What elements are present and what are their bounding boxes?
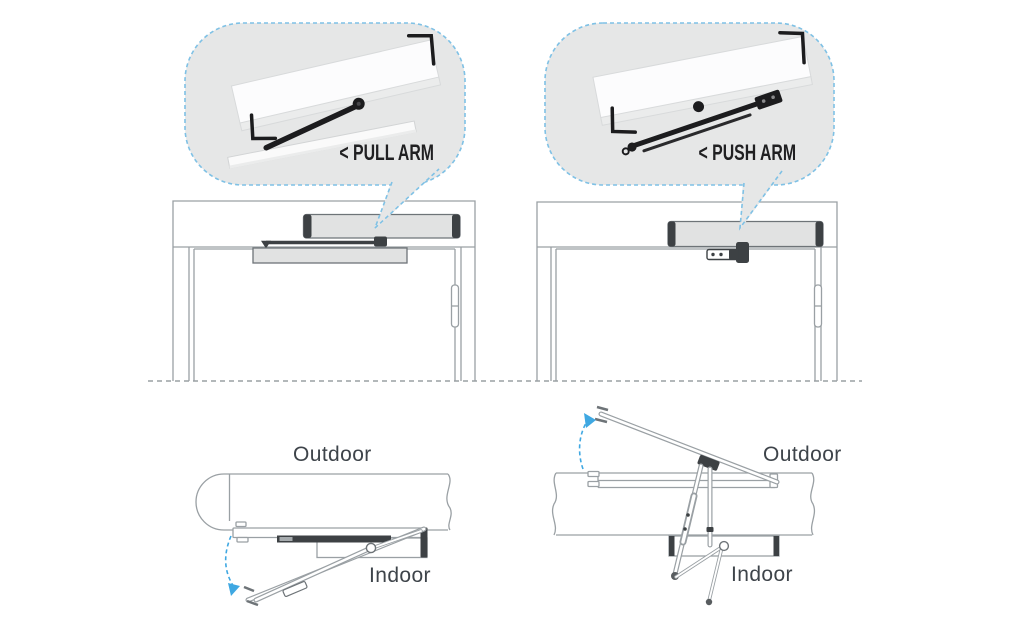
pull-indoor-label: Indoor (369, 564, 431, 587)
pull-swing-arrow (224, 535, 235, 588)
push-folded-arm (706, 242, 749, 263)
pull-callout-bubble (184, 22, 466, 230)
push-indoor-label: Indoor (731, 563, 793, 586)
pull-top-view (195, 473, 452, 607)
pull-outdoor-label: Outdoor (293, 443, 372, 466)
push-callout-bubble (544, 22, 835, 231)
pull-arm-label: < PULL ARM (339, 140, 434, 165)
pull-arm-product-photo (227, 33, 442, 169)
push-arm-product-photo (592, 30, 813, 156)
push-outdoor-label: Outdoor (763, 443, 842, 466)
push-door-elevation (536, 201, 838, 381)
push-arm-label: < PUSH ARM (698, 140, 797, 165)
push-top-view (551, 405, 816, 606)
pull-door-elevation (172, 200, 476, 381)
pull-slide-rail (252, 247, 408, 264)
